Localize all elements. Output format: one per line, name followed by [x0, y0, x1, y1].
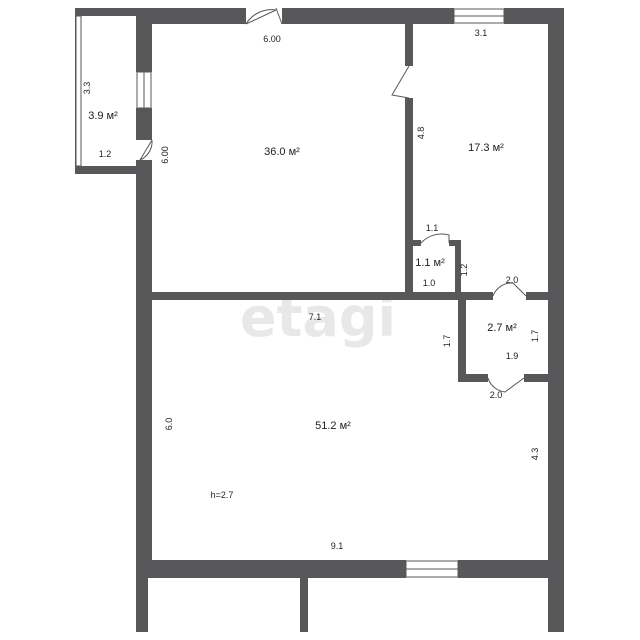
dim-bath-side: 1.7 [530, 330, 540, 343]
walls [75, 8, 564, 632]
area-hall: 51.2 м² [315, 420, 351, 432]
wall-bath-left [458, 298, 466, 382]
dim-hall-right: 4.3 [530, 448, 540, 461]
room-areas: 3.9 м² 36.0 м² 17.3 м² 1.1 м² 2.7 м² 51.… [88, 110, 517, 432]
area-bathroom: 2.7 м² [487, 322, 517, 334]
wall-partition-upper [405, 24, 413, 66]
wall-top-left [136, 8, 246, 24]
door-closet [420, 233, 450, 244]
doors [138, 7, 527, 393]
dim-closet-side: 1.2 [459, 264, 469, 277]
dim-hall-top: 7.1 [309, 312, 322, 322]
dim-right-top: 3.1 [475, 28, 488, 38]
dim-top-main: 6.00 [263, 34, 281, 44]
wall-partition-lower [405, 98, 413, 298]
dim-hall-left: 6.0 [164, 418, 174, 431]
wall-left-lower [136, 160, 152, 578]
dim-bath-bottom: 2.0 [490, 390, 503, 400]
wall-bath-bottom-left [458, 374, 488, 382]
wall-left-upper [136, 8, 152, 72]
wall-bottom-right [458, 560, 550, 578]
area-balcony: 3.9 м² [88, 110, 118, 122]
wall-bath-bottom-right [524, 374, 550, 382]
windows [75, 8, 505, 578]
dim-hall-inner-side: 1.7 [442, 335, 452, 348]
wall-closet-right [455, 240, 461, 298]
wall-left-mid [136, 108, 152, 140]
dim-balcony-width: 1.2 [99, 149, 112, 159]
wall-balcony-top [75, 8, 150, 16]
dim-closet-top: 1.1 [426, 223, 439, 233]
ceiling-height: h=2.7 [211, 490, 234, 500]
wall-bottom-left [136, 560, 406, 578]
dim-balcony-height: 3.3 [82, 82, 92, 95]
dim-left-main: 6.00 [160, 146, 170, 164]
wall-closet-top-left [413, 240, 421, 246]
door-bath-top [492, 282, 527, 297]
area-closet: 1.1 м² [415, 257, 445, 269]
dim-hall-bottom: 9.1 [331, 541, 344, 551]
dimension-labels: 6.00 6.00 3.3 1.2 3.1 4.8 1.1 1.0 1.2 2.… [82, 28, 540, 551]
door-balcony [138, 139, 153, 162]
dim-closet-bottom: 1.0 [423, 278, 436, 288]
wall-stub-left [136, 576, 148, 632]
dim-bath-inner: 1.9 [506, 351, 519, 361]
door-right-room [391, 65, 410, 99]
dim-right-side: 4.8 [416, 127, 426, 140]
wall-stub-middle [300, 576, 308, 632]
wall-horizontal-right [526, 292, 550, 300]
area-main-room: 36.0 м² [264, 146, 300, 158]
door-top [245, 9, 277, 25]
door-bath-bottom [487, 377, 525, 393]
area-right-room: 17.3 м² [468, 142, 504, 154]
wall-right [548, 8, 564, 632]
wall-balcony-bottom [75, 166, 150, 174]
dim-bath-top: 2.0 [506, 275, 519, 285]
wall-top-middle [282, 8, 454, 24]
balcony-glazing [75, 15, 82, 167]
wall-horizontal-partition [150, 292, 493, 300]
